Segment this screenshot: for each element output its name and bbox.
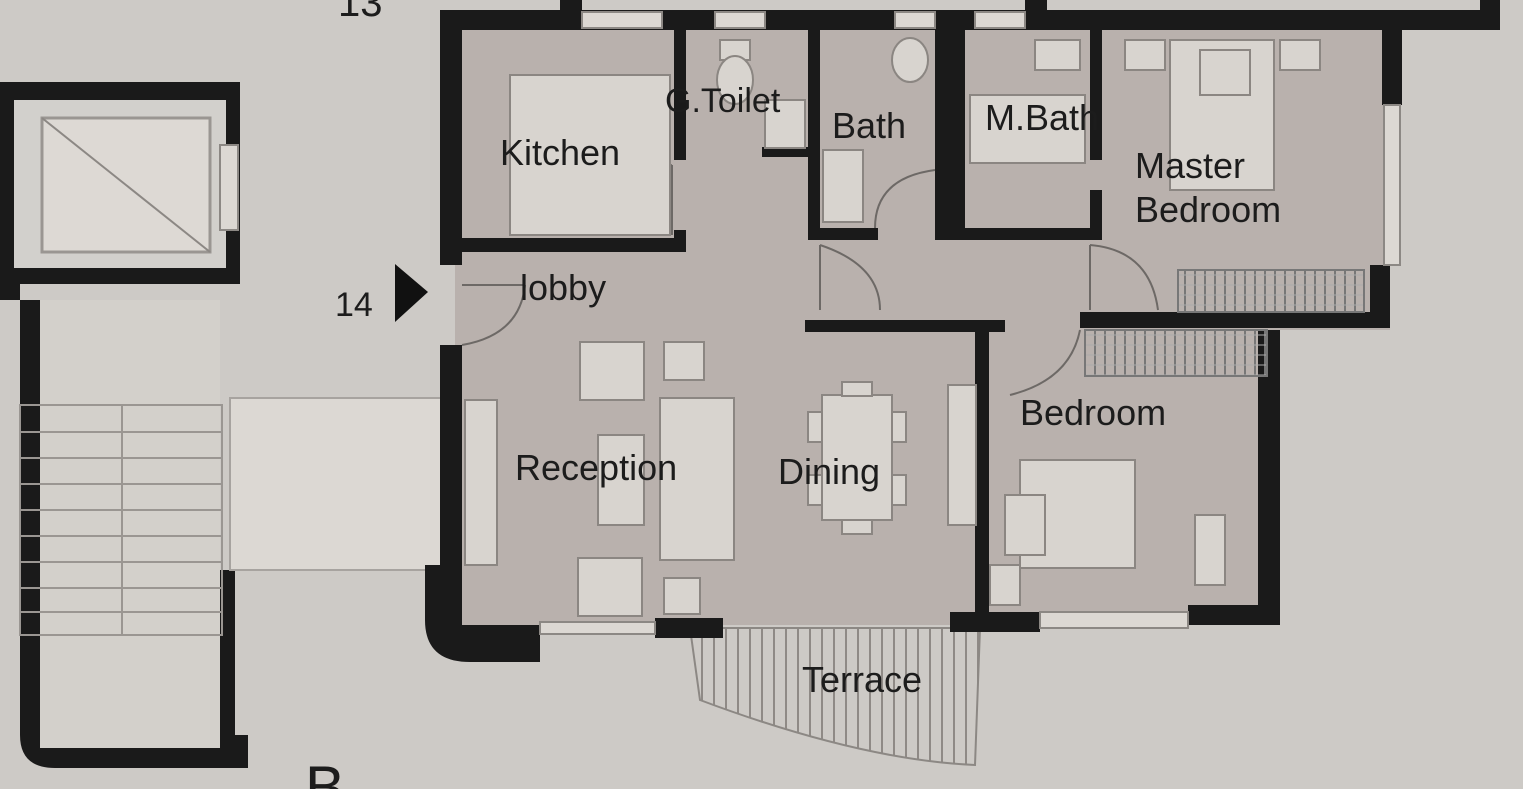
walls <box>425 0 1500 662</box>
block-letter: B <box>305 754 345 789</box>
master-bedroom-label-line1: Master <box>1135 145 1245 186</box>
unit-entry-marker: 14 <box>335 264 428 324</box>
windows <box>219 11 1401 635</box>
kitchen-label: Kitchen <box>500 132 620 173</box>
g-toilet-label: G.Toilet <box>665 82 781 120</box>
stair-core <box>0 82 446 768</box>
lobby-label: lobby <box>520 267 606 308</box>
reception-label: Reception <box>515 447 677 488</box>
elevator-shaft-icon <box>40 116 212 254</box>
unit-number: 14 <box>335 286 373 324</box>
bedroom-label: Bedroom <box>1020 392 1166 433</box>
master-bedroom-label-line2: Bedroom <box>1135 189 1281 230</box>
dining-label: Dining <box>778 451 880 492</box>
terrace <box>688 627 982 767</box>
terrace-label: Terrace <box>802 659 922 700</box>
staircase-icon <box>19 404 223 636</box>
room-labels: Kitchen G.Toilet Bath M.Bath Master Bedr… <box>500 82 1281 700</box>
m-bath-label: M.Bath <box>985 97 1099 138</box>
top-unit-number: 13 <box>338 0 383 25</box>
bath-label: Bath <box>832 105 906 146</box>
entry-arrow-icon <box>395 264 428 322</box>
furniture <box>464 37 1365 617</box>
